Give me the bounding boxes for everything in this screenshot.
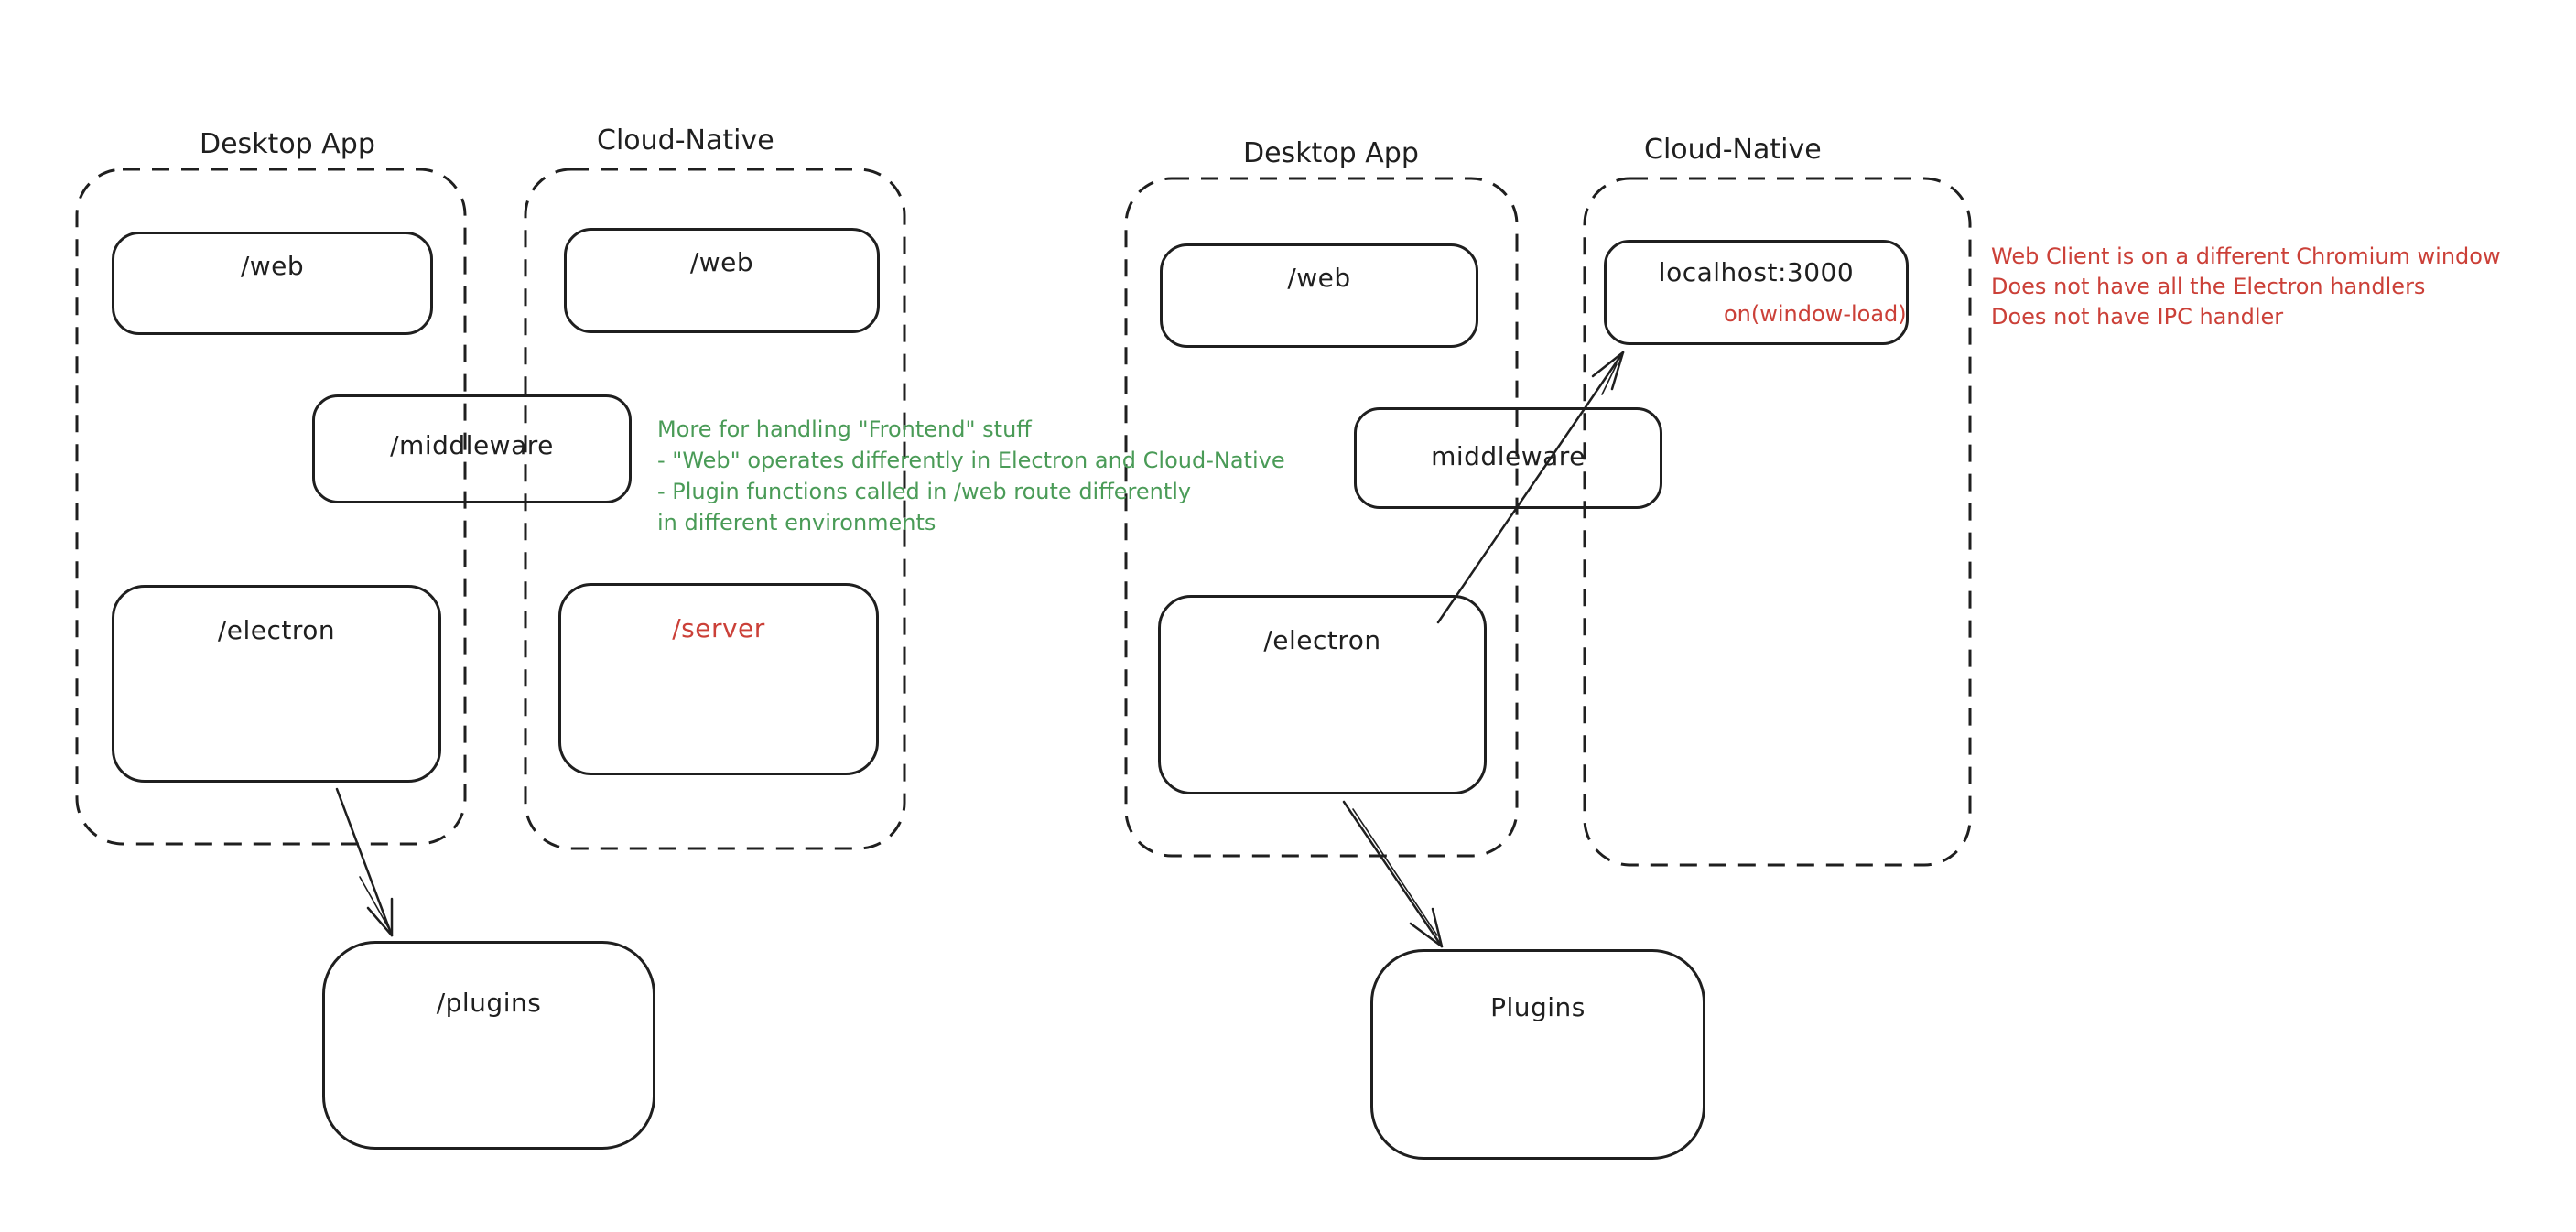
right-web-label: /web (1287, 263, 1351, 293)
left-cloud-native-title[interactable]: Cloud-Native (597, 124, 774, 157)
right-cloud-native-title[interactable]: Cloud-Native (1644, 134, 1822, 166)
right-plugins-label: Plugins (1490, 992, 1586, 1022)
arrow-right-electron-to-plugins[interactable] (1342, 800, 1444, 948)
container-left-cloud-native[interactable] (524, 168, 906, 850)
left-plugins-label: /plugins (436, 988, 542, 1018)
right-web-box[interactable]: /web (1160, 243, 1478, 348)
left-desktop-app-title[interactable]: Desktop App (200, 128, 375, 160)
green-note-line: - "Web" operates differently in Electron… (657, 448, 1285, 473)
left-web-cloud-box[interactable]: /web (564, 228, 880, 333)
right-localhost-label: localhost:3000 (1658, 257, 1855, 287)
right-plugins-box[interactable]: Plugins (1370, 949, 1705, 1160)
right-localhost-box[interactable]: localhost:3000 on(window-load) (1604, 240, 1909, 345)
right-electron-box[interactable]: /electron (1158, 595, 1487, 794)
container-right-cloud-native[interactable] (1583, 177, 1972, 867)
container-left-desktop-app[interactable] (75, 168, 467, 846)
red-note-line: Does not have all the Electron handlers (1991, 274, 2426, 299)
left-electron-label: /electron (217, 615, 336, 645)
red-note[interactable]: Web Client is on a different Chromium wi… (1991, 242, 2501, 332)
red-note-line: Web Client is on a different Chromium wi… (1991, 243, 2501, 269)
left-web-cloud-label: /web (689, 247, 754, 277)
left-server-box[interactable]: /server (558, 583, 879, 775)
left-electron-box[interactable]: /electron (112, 585, 441, 783)
left-web-desktop-label: /web (240, 251, 305, 281)
left-middleware-box[interactable]: /middleware (312, 394, 632, 503)
red-note-line: Does not have IPC handler (1991, 304, 2284, 330)
left-server-label: /server (672, 613, 765, 643)
green-note-line: - Plugin functions called in /web route … (657, 479, 1192, 504)
container-right-desktop-app[interactable] (1124, 177, 1519, 858)
green-note-line: in different environments (657, 510, 936, 535)
arrow-right-electron-to-localhost[interactable] (1436, 351, 1625, 624)
right-electron-label: /electron (1263, 625, 1381, 655)
right-localhost-event-label: on(window-load) (1724, 301, 1907, 327)
arrow-left-electron-to-plugins[interactable] (335, 787, 394, 937)
left-plugins-box[interactable]: /plugins (322, 941, 655, 1150)
left-middleware-label: /middleware (390, 430, 554, 460)
right-desktop-app-title[interactable]: Desktop App (1243, 137, 1419, 169)
green-note-line: More for handling "Frontend" stuff (657, 416, 1032, 442)
green-note[interactable]: More for handling "Frontend" stuff - "We… (657, 414, 1285, 538)
left-web-desktop-box[interactable]: /web (112, 232, 433, 335)
